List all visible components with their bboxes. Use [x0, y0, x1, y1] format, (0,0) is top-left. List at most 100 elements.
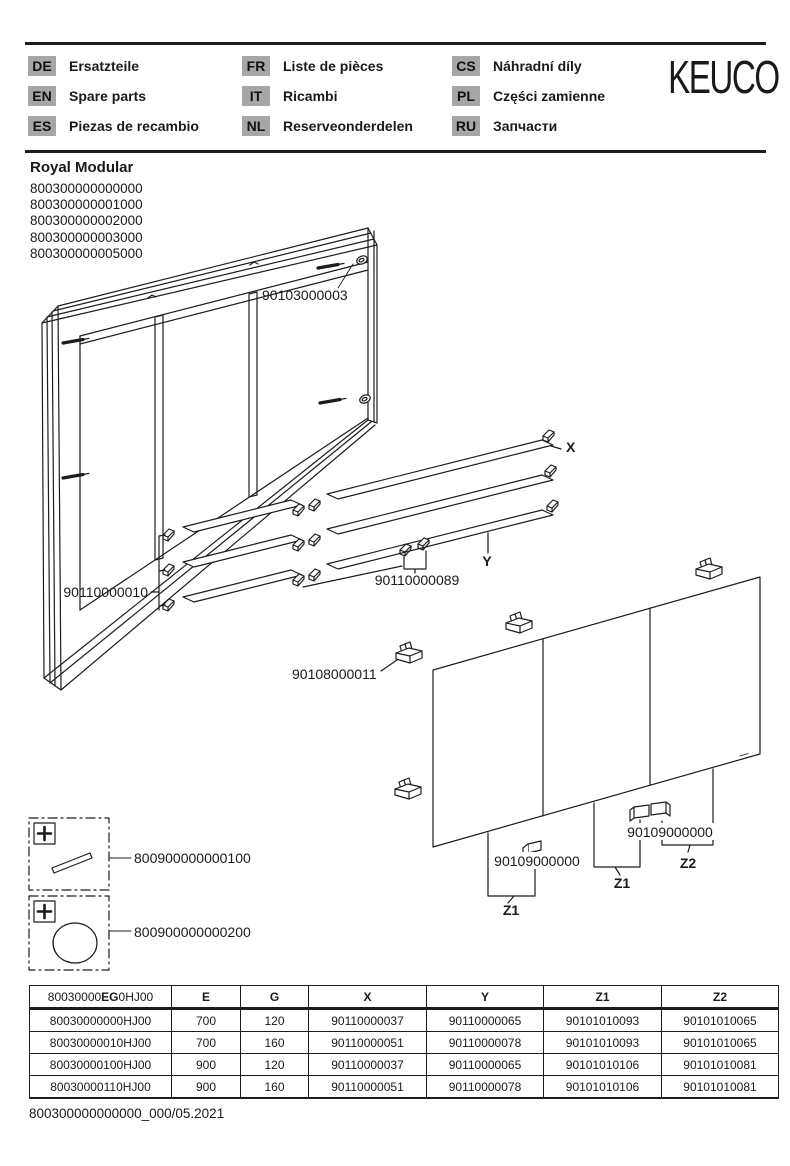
cell-model: 80030000000HJ00	[29, 1008, 172, 1032]
product-code: 800300000002000	[30, 213, 143, 229]
product-code: 800300000003000	[30, 229, 143, 245]
header-e: E	[171, 985, 241, 1010]
language-badge-fr: FR	[242, 56, 270, 76]
door-hinge	[394, 777, 422, 800]
part-label-door-hinge: 90108000011	[292, 666, 377, 682]
ref-label-z1-mid: Z1	[614, 875, 631, 891]
language-badge-en: EN	[28, 86, 56, 106]
cell-model: 80030000100HJ00	[29, 1053, 172, 1076]
frame-clip-part	[357, 392, 373, 406]
shelf-clip	[308, 568, 321, 582]
frame-clip-part	[354, 253, 370, 267]
cell-y: 90110000065	[426, 1008, 544, 1032]
product-block: Royal Modular 800300000000000 8003000000…	[30, 159, 143, 262]
shelf-clip	[308, 533, 321, 547]
top-rule	[25, 42, 766, 45]
header-bottom-rule	[25, 150, 766, 153]
header-model: 80030000EG0HJ00	[29, 985, 172, 1010]
language-row-fr: FR Liste de pièces	[242, 55, 413, 77]
cell-x: 90110000051	[308, 1075, 427, 1099]
shelf-clip	[546, 499, 559, 513]
part-label-door-bracket-left: 90109000000	[494, 853, 580, 869]
plus-icon	[36, 903, 53, 920]
mirror-doors	[394, 557, 761, 858]
language-column-3: CS Náhradní díly PL Części zamienne RU З…	[452, 55, 605, 145]
cell-e: 900	[171, 1075, 241, 1099]
language-row-ru: RU Запчасти	[452, 115, 605, 137]
header-z2: Z2	[661, 985, 779, 1010]
accessory-code-2: 800900000000200	[134, 924, 251, 940]
cell-x: 90110000037	[308, 1053, 427, 1076]
plus-icon	[36, 825, 53, 842]
language-badge-nl: NL	[242, 116, 270, 136]
cell-e: 700	[171, 1008, 241, 1032]
language-label-cs: Náhradní díly	[493, 58, 582, 74]
table-row: 80030000110HJ00 900 160 90110000051 9011…	[29, 1075, 779, 1099]
language-badge-ru: RU	[452, 116, 480, 136]
cell-g: 120	[240, 1053, 309, 1076]
ref-label-z2: Z2	[680, 855, 697, 871]
shelf-clip	[308, 498, 321, 512]
language-row-es: ES Piezas de recambio	[28, 115, 199, 137]
language-row-nl: NL Reserveonderdelen	[242, 115, 413, 137]
ref-label-x: X	[566, 439, 576, 455]
language-badge-cs: CS	[452, 56, 480, 76]
product-code: 800300000000000	[30, 181, 143, 196]
part-label-door-bracket-right: 90109000000	[627, 824, 713, 840]
cell-z1: 90101010093	[543, 1031, 662, 1054]
door-hinge	[505, 611, 533, 634]
ref-label-z1-left: Z1	[503, 902, 520, 918]
language-badge-de: DE	[28, 56, 56, 76]
language-label-de: Ersatzteile	[69, 58, 140, 74]
product-name: Royal Modular	[30, 159, 134, 176]
header-y: Y	[426, 985, 544, 1010]
language-column-2: FR Liste de pièces IT Ricambi NL Reserve…	[242, 55, 413, 145]
cell-z2: 90101010081	[661, 1053, 779, 1076]
language-row-en: EN Spare parts	[28, 85, 199, 107]
cell-g: 120	[240, 1008, 309, 1032]
product-code: 800300000001000	[30, 197, 143, 213]
cell-x: 90110000051	[308, 1031, 427, 1054]
accessory-boxes	[28, 817, 132, 971]
door-hinge	[395, 641, 423, 664]
product-code: 800300000005000	[30, 245, 143, 261]
language-row-it: IT Ricambi	[242, 85, 413, 107]
shelves-small	[162, 498, 321, 612]
screw-mark	[318, 396, 348, 405]
shelf-clip	[544, 464, 557, 478]
cell-e: 900	[171, 1053, 241, 1076]
language-label-en: Spare parts	[69, 88, 147, 104]
header-g: G	[240, 985, 309, 1010]
screw-mark	[316, 261, 346, 270]
accessory-round-mirror	[52, 922, 98, 964]
cell-y: 90110000078	[426, 1031, 544, 1054]
cell-e: 700	[171, 1031, 241, 1054]
header-z1: Z1	[543, 985, 662, 1010]
door-hinge	[695, 557, 723, 580]
table-row: 80030000100HJ00 900 120 90110000037 9011…	[29, 1053, 779, 1076]
language-label-es: Piezas de recambio	[69, 118, 199, 134]
language-label-fr: Liste de pièces	[283, 58, 384, 74]
cabinet-frame	[41, 227, 378, 691]
door-bracket-double	[629, 801, 671, 822]
cell-y: 90110000065	[426, 1053, 544, 1076]
table-row: 80030000000HJ00 700 120 90110000037 9011…	[29, 1008, 779, 1032]
cell-model: 80030000010HJ00	[29, 1031, 172, 1054]
variants-table: 80030000EG0HJ00 E G X Y Z1 Z2 8003000000…	[29, 985, 779, 1099]
table-header-row: 80030000EG0HJ00 E G X Y Z1 Z2	[29, 985, 779, 1010]
part-label-frame-clip: 90103000003	[262, 287, 348, 303]
cell-x: 90110000037	[308, 1008, 427, 1032]
cell-g: 160	[240, 1031, 309, 1054]
cell-z2: 90101010081	[661, 1075, 779, 1099]
shelves-large	[326, 429, 559, 570]
language-row-de: DE Ersatzteile	[28, 55, 199, 77]
language-label-it: Ricambi	[283, 88, 338, 104]
language-label-pl: Części zamienne	[493, 88, 606, 104]
cell-g: 160	[240, 1075, 309, 1099]
cell-z1: 90101010093	[543, 1008, 662, 1032]
exploded-diagram: 90103000003 X Y 90110000010 90110000089 …	[28, 227, 761, 971]
document-reference: 800300000000000_000/05.2021	[29, 1106, 225, 1121]
language-label-ru: Запчасти	[493, 118, 558, 134]
language-badge-pl: PL	[452, 86, 480, 106]
